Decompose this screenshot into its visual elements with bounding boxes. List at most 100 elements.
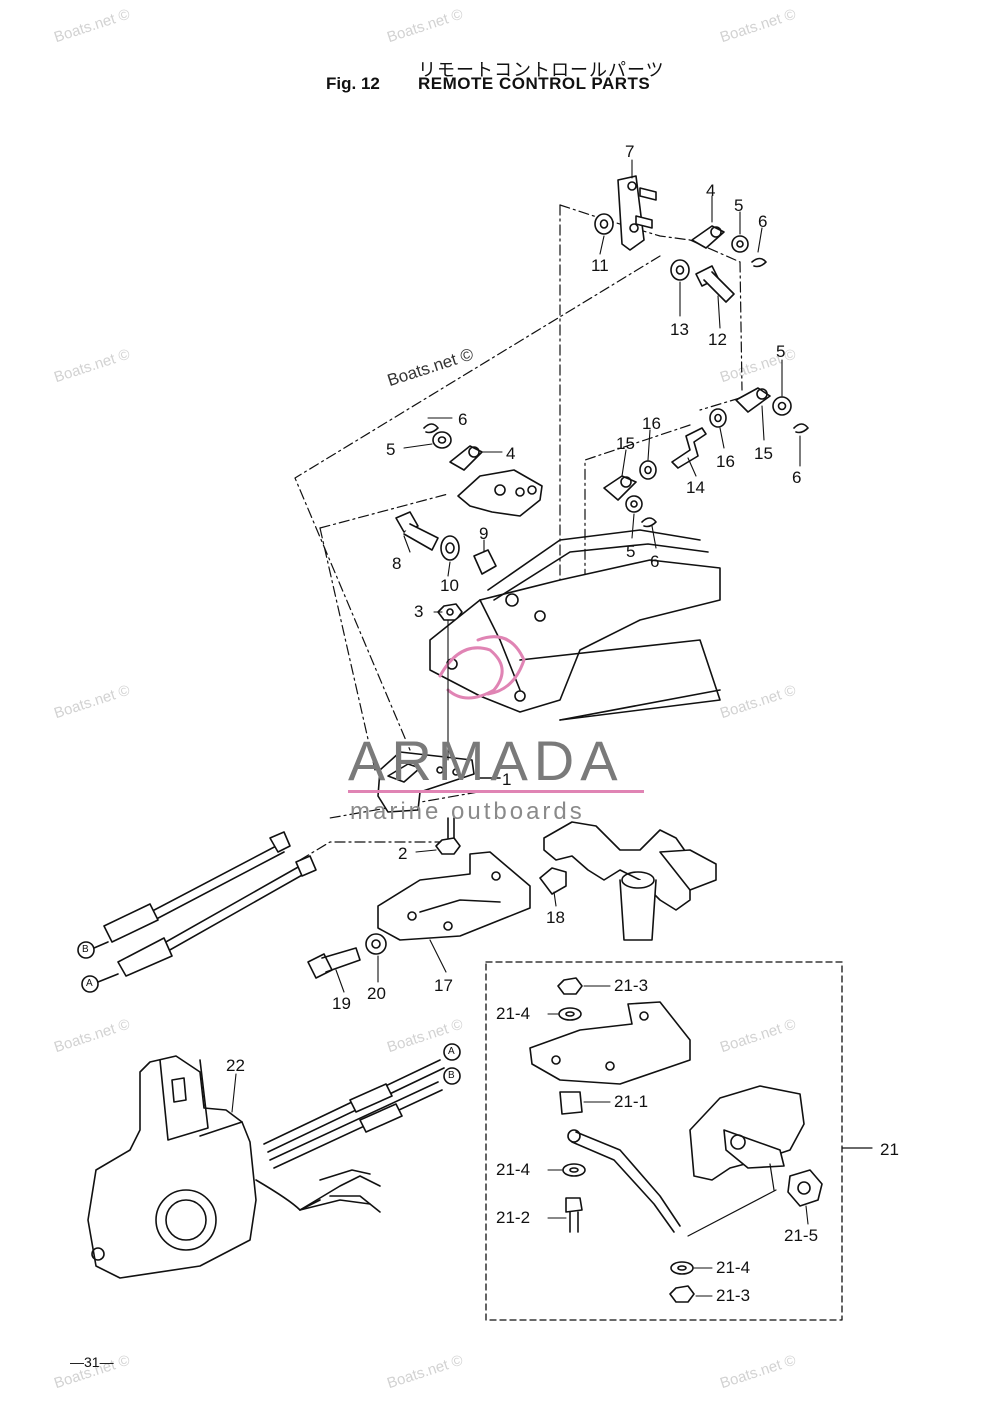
callout-5: 5 bbox=[386, 440, 396, 459]
callout-5: 5 bbox=[626, 542, 636, 561]
callout-17: 17 bbox=[434, 976, 453, 995]
ref-a-circle bbox=[443, 1043, 461, 1061]
part-2-bolt bbox=[435, 817, 461, 855]
part-13-washer bbox=[670, 259, 690, 281]
ref-a-circle bbox=[81, 975, 99, 993]
part-19-bolt bbox=[307, 947, 361, 979]
part-4-ball-joint-left bbox=[449, 445, 483, 471]
callout-21-4: 21-4 bbox=[496, 1160, 531, 1179]
part-5-nut bbox=[731, 235, 749, 253]
figure-title: REMOTE CONTROL PARTS bbox=[418, 74, 651, 93]
part-10-washer bbox=[440, 535, 460, 561]
callout-14: 14 bbox=[686, 478, 705, 497]
bracket-assembly bbox=[429, 529, 721, 721]
part-6-clip bbox=[751, 257, 767, 268]
part-21-4-washer-bottom bbox=[670, 1261, 694, 1275]
part-6-clip bbox=[641, 517, 657, 528]
callout-11: 11 bbox=[591, 256, 609, 275]
callout-21-5: 21-5 bbox=[784, 1226, 819, 1245]
part-6-clip bbox=[423, 423, 439, 434]
callout-16: 16 bbox=[642, 414, 661, 433]
ref-b-circle bbox=[443, 1067, 461, 1085]
brand-logo-text: ARMADA bbox=[348, 729, 624, 792]
callout-5: 5 bbox=[734, 196, 744, 215]
callout-7: 7 bbox=[625, 142, 635, 161]
part-5-nut bbox=[432, 431, 452, 449]
callout-21-1: 21-1 bbox=[614, 1092, 649, 1111]
part-21-4-washer-mid bbox=[562, 1163, 586, 1177]
ref-b-label: B bbox=[82, 944, 89, 955]
part-8-pin bbox=[395, 511, 439, 551]
brand-mark bbox=[438, 635, 526, 700]
callout-22: 22 bbox=[226, 1056, 245, 1075]
part-11-washer bbox=[594, 213, 614, 235]
part-4-ball-joint bbox=[691, 225, 725, 249]
callout-21-4: 21-4 bbox=[496, 1004, 531, 1023]
part-5-nut bbox=[772, 396, 792, 416]
callout-13: 13 bbox=[670, 320, 689, 339]
brand-underline bbox=[348, 790, 644, 793]
callout-21-3: 21-3 bbox=[614, 976, 649, 995]
ref-a-label: A bbox=[86, 978, 93, 989]
part-21-rod bbox=[567, 1129, 681, 1233]
part-15-joint-upper bbox=[735, 387, 771, 413]
part-16-washer bbox=[639, 460, 657, 480]
leader-lines bbox=[231, 159, 809, 1297]
ref-b-label: B bbox=[448, 1070, 455, 1081]
callout-6: 6 bbox=[758, 212, 768, 231]
remote-cables bbox=[255, 1059, 445, 1213]
page-number: —31— bbox=[70, 1354, 114, 1370]
callout-8: 8 bbox=[392, 554, 402, 573]
part-21-bracket bbox=[529, 1001, 691, 1085]
part-7-link-plate bbox=[617, 175, 657, 251]
part-12-bolt bbox=[695, 265, 735, 303]
callout-4: 4 bbox=[706, 181, 716, 200]
callout-6: 6 bbox=[792, 468, 802, 487]
callout-15: 15 bbox=[754, 444, 773, 463]
shift-arm bbox=[543, 821, 717, 941]
callout-10: 10 bbox=[440, 576, 459, 595]
control-cables-upper bbox=[103, 831, 317, 977]
part-17-mounting-plate bbox=[377, 851, 531, 941]
part-21-1-collar bbox=[559, 1091, 583, 1115]
callout-18: 18 bbox=[546, 908, 565, 927]
part-14-rod bbox=[671, 427, 707, 469]
part-20-washer bbox=[365, 933, 387, 955]
brand-tagline: marine outboards bbox=[350, 798, 585, 825]
part-21-3-nut-bottom bbox=[669, 1285, 695, 1303]
ref-a-label: A bbox=[448, 1046, 455, 1057]
part-22-remote-control-box bbox=[87, 1055, 257, 1279]
part-21-box bbox=[485, 961, 843, 1321]
callout-4: 4 bbox=[506, 444, 516, 463]
callout-9: 9 bbox=[479, 524, 489, 543]
figure-number: Fig. 12 bbox=[326, 74, 380, 93]
part-21-3-nut-top bbox=[557, 977, 583, 995]
callout-3: 3 bbox=[414, 602, 424, 621]
part-9-bush bbox=[473, 549, 497, 575]
part-16-washer bbox=[709, 408, 727, 428]
callout-21-4: 21-4 bbox=[716, 1258, 751, 1277]
callout-2: 2 bbox=[398, 844, 408, 863]
callout-6: 6 bbox=[458, 410, 468, 429]
part-21-4-washer-top bbox=[558, 1007, 582, 1021]
callout-5: 5 bbox=[776, 342, 786, 361]
callout-21-3: 21-3 bbox=[716, 1286, 751, 1305]
callout-20: 20 bbox=[367, 984, 386, 1003]
title-japanese: リモートコントロールパーツ bbox=[418, 60, 665, 81]
callout-21-2: 21-2 bbox=[496, 1208, 531, 1227]
callout-15: 15 bbox=[616, 434, 635, 453]
part-21-5-nut bbox=[787, 1169, 823, 1207]
part-15-joint-lower bbox=[603, 475, 637, 501]
callout-1: 1 bbox=[502, 770, 512, 789]
callout-16: 16 bbox=[716, 452, 735, 471]
callout-21: 21 bbox=[880, 1140, 899, 1159]
part-18-bush bbox=[539, 867, 567, 895]
ref-b-circle bbox=[77, 941, 95, 959]
part-21-2-bolt bbox=[565, 1197, 583, 1233]
callout-6: 6 bbox=[650, 552, 660, 571]
part-21-lever-cover bbox=[689, 1085, 805, 1181]
part-6-clip bbox=[793, 423, 809, 434]
throttle-lever bbox=[457, 469, 543, 517]
callout-19: 19 bbox=[332, 994, 351, 1013]
